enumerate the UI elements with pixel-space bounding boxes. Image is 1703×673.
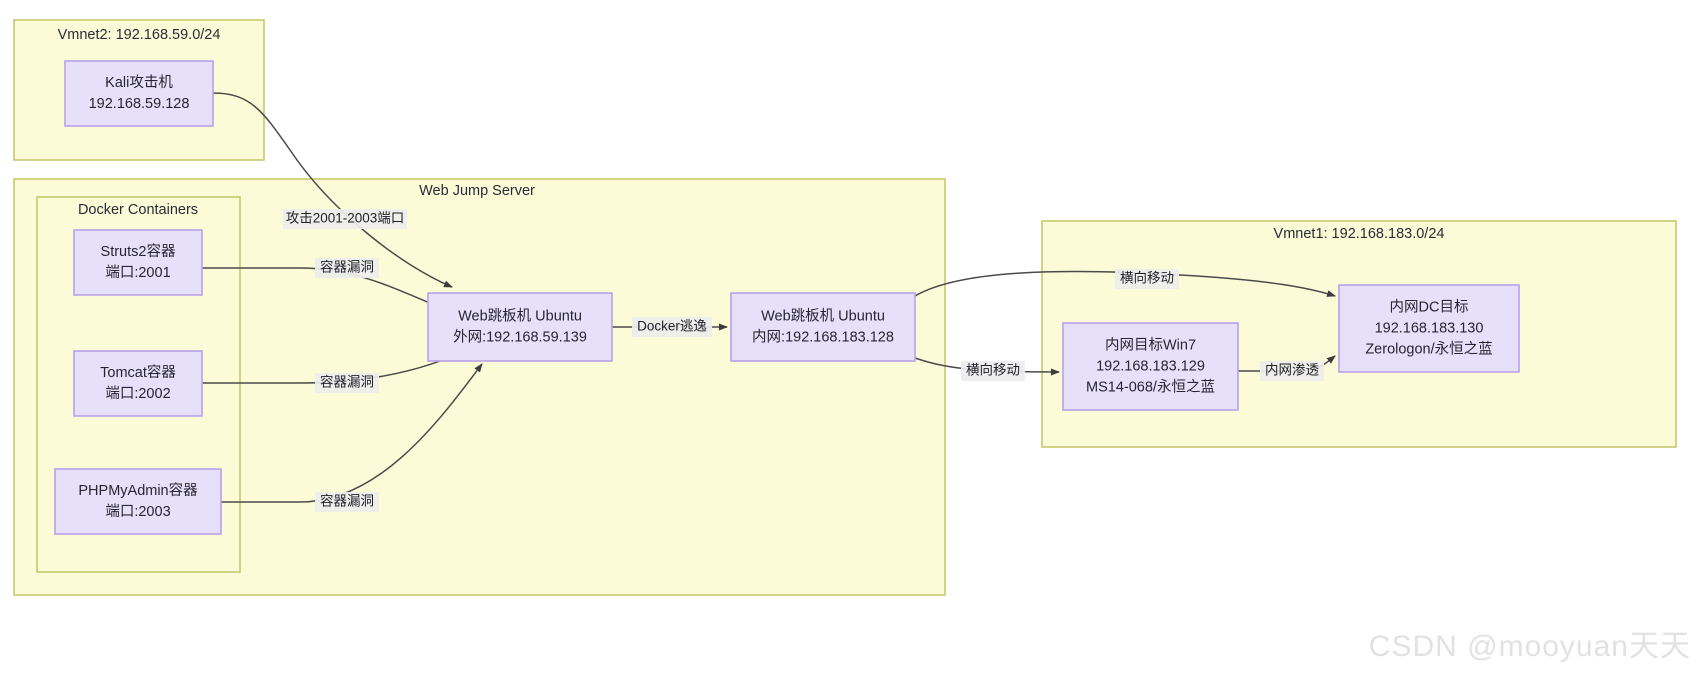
node-box-dc-target[interactable] xyxy=(1338,284,1520,373)
node-label-phpmyadmin-line-0: PHPMyAdmin容器 xyxy=(78,482,198,499)
node-box-win7-target[interactable] xyxy=(1062,322,1239,411)
edge-label-lateral-move-dc: 横向移动 xyxy=(1115,269,1179,289)
nodes-layer: Kali攻击机 192.168.59.128Struts2容器端口:2001Tom… xyxy=(54,60,1520,535)
edge-label-intranet-penetration: 内网渗透 xyxy=(1260,361,1324,381)
node-label-tomcat-line-1: 端口:2002 xyxy=(105,385,170,402)
node-box-phpmyadmin[interactable] xyxy=(54,468,222,535)
node-web-jump-external[interactable]: Web跳板机 Ubuntu 外网:192.168.59.139 xyxy=(427,292,613,362)
edge-label-text-kali-to-web-jump: 攻击2001-2003端口 xyxy=(286,211,405,226)
edge-label-bg-phpmyadmin-to-web-jump xyxy=(315,492,379,512)
node-box-kali[interactable] xyxy=(64,60,214,127)
edge-label-phpmyadmin-to-web-jump: 容器漏洞 xyxy=(315,492,379,512)
node-label-web-jump-external-line-0: Web跳板机 Ubuntu xyxy=(458,306,582,324)
node-label-dc-target-line-1: 192.168.183.130 xyxy=(1375,320,1484,336)
node-web-jump-internal[interactable]: Web跳板机 Ubuntu 内网:192.168.183.128 xyxy=(730,292,916,362)
node-label-win7-target-line-1: 192.168.183.129 xyxy=(1096,358,1205,374)
node-label-win7-target-line-2: MS14-068/永恒之蓝 xyxy=(1086,378,1215,395)
node-label-struts2-line-0: Struts2容器 xyxy=(101,243,176,260)
edge-label-text-struts2-to-web-jump: 容器漏洞 xyxy=(320,259,374,275)
node-label-win7-target-line-0: 内网目标Win7 xyxy=(1105,336,1196,353)
node-kali[interactable]: Kali攻击机 192.168.59.128 xyxy=(64,60,214,127)
edge-label-lateral-move-win7: 横向移动 xyxy=(961,361,1025,381)
node-box-tomcat[interactable] xyxy=(73,350,203,417)
node-label-tomcat-line-0: Tomcat容器 xyxy=(100,364,176,381)
node-label-phpmyadmin-line-1: 端口:2003 xyxy=(105,503,170,520)
group-vmnet2: Vmnet2: 192.168.59.0/24 xyxy=(13,19,265,161)
node-label-kali-line-0: Kali攻击机 xyxy=(105,74,173,91)
node-box-web-jump-external[interactable] xyxy=(427,292,613,362)
node-label-struts2-line-1: 端口:2001 xyxy=(105,264,170,281)
edge-label-bg-lateral-move-dc xyxy=(1115,269,1179,289)
node-label-web-jump-external-line-1: 外网:192.168.59.139 xyxy=(453,328,587,345)
edge-label-kali-to-web-jump: 攻击2001-2003端口 xyxy=(283,209,407,229)
edge-kali-to-web-jump xyxy=(212,92,453,288)
edge-label-text-intranet-penetration: 内网渗透 xyxy=(1265,363,1319,378)
edge-label-bg-intranet-penetration xyxy=(1260,361,1324,381)
edge-label-text-tomcat-to-web-jump: 容器漏洞 xyxy=(320,374,374,390)
node-label-kali-line-1: 192.168.59.128 xyxy=(89,96,190,112)
edge-label-bg-lateral-move-win7 xyxy=(961,361,1025,381)
edge-labels-layer: 攻击2001-2003端口容器漏洞容器漏洞容器漏洞Docker逃逸横向移动横向移… xyxy=(283,209,1324,512)
node-label-dc-target-line-2: Zerologon/永恒之蓝 xyxy=(1365,340,1492,357)
edge-label-struts2-to-web-jump: 容器漏洞 xyxy=(315,258,379,278)
edge-label-bg-tomcat-to-web-jump xyxy=(315,373,379,393)
group-label-vmnet2: Vmnet2: 192.168.59.0/24 xyxy=(58,27,221,43)
node-box-struts2[interactable] xyxy=(73,229,203,296)
edge-label-text-docker-escape: Docker逃逸 xyxy=(637,319,707,334)
edge-label-docker-escape: Docker逃逸 xyxy=(632,317,712,337)
node-label-web-jump-internal-line-0: Web跳板机 Ubuntu xyxy=(761,306,885,324)
node-label-web-jump-internal-line-1: 内网:192.168.183.128 xyxy=(752,328,894,345)
edge-label-bg-docker-escape xyxy=(632,317,712,337)
group-label-vmnet1: Vmnet1: 192.168.183.0/24 xyxy=(1274,226,1445,242)
edge-label-tomcat-to-web-jump: 容器漏洞 xyxy=(315,373,379,393)
edge-label-bg-struts2-to-web-jump xyxy=(315,258,379,278)
group-label-web-jump-server: Web Jump Server xyxy=(419,183,535,199)
node-label-dc-target-line-0: 内网DC目标 xyxy=(1390,298,1469,315)
edge-label-bg-kali-to-web-jump xyxy=(283,209,407,229)
node-box-web-jump-internal[interactable] xyxy=(730,292,916,362)
edge-label-text-lateral-move-win7: 横向移动 xyxy=(966,363,1020,378)
edge-label-text-phpmyadmin-to-web-jump: 容器漏洞 xyxy=(320,493,374,509)
edge-label-text-lateral-move-dc: 横向移动 xyxy=(1120,271,1174,286)
csdn-watermark: CSDN @mooyuan天天 xyxy=(1368,630,1691,663)
group-label-docker-containers: Docker Containers xyxy=(78,202,198,218)
